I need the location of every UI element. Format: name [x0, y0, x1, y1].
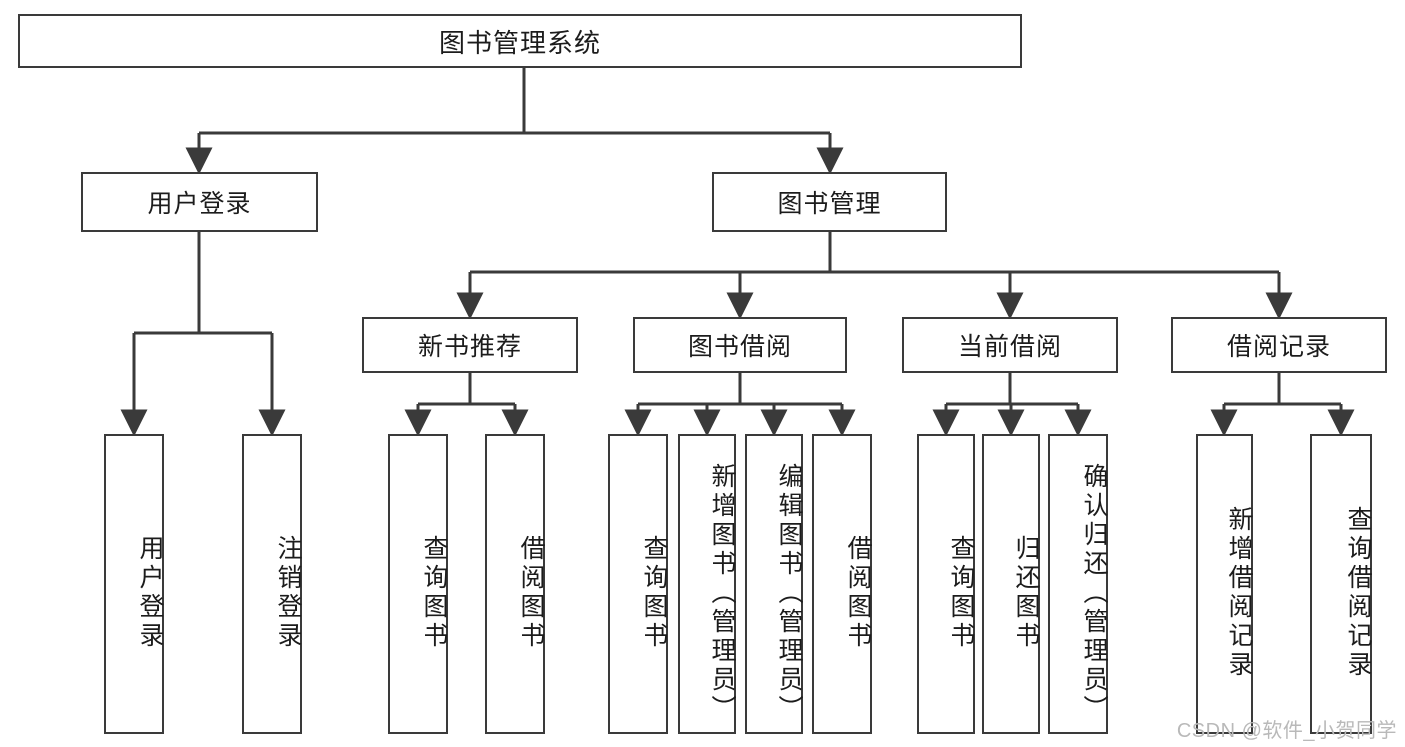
- node-label: 图书管理系统: [438, 27, 601, 58]
- node-leaf-9[interactable]: 归还图书: [982, 434, 1040, 734]
- node-leaf-11[interactable]: 新增借阅记录: [1196, 434, 1253, 734]
- node-leaf-10[interactable]: 确认归还（管理员）: [1048, 434, 1108, 734]
- node-level3-3[interactable]: 借阅记录: [1171, 317, 1387, 373]
- node-leaf-5[interactable]: 新增图书（管理员）: [678, 434, 736, 734]
- node-leaf-1[interactable]: 注销登录: [242, 434, 302, 734]
- node-label: 当前借阅: [957, 333, 1062, 361]
- csdn-watermark: CSDN @软件_小贺同学: [1176, 720, 1397, 742]
- node-label: 新书推荐: [417, 333, 522, 361]
- node-label: 查询图书: [640, 535, 668, 651]
- node-label: 注销登录: [274, 535, 302, 651]
- node-leaf-3[interactable]: 借阅图书: [485, 434, 545, 734]
- node-label: 图书管理: [777, 190, 882, 218]
- node-leaf-6[interactable]: 编辑图书（管理员）: [745, 434, 803, 734]
- node-label: 借阅图书: [844, 535, 872, 651]
- node-label: 用户登录: [147, 190, 252, 218]
- node-level3-2[interactable]: 当前借阅: [902, 317, 1118, 373]
- node-label: 查询图书: [420, 535, 448, 651]
- node-level2-0[interactable]: 用户登录: [81, 172, 318, 232]
- node-level2-1[interactable]: 图书管理: [712, 172, 947, 232]
- node-leaf-8[interactable]: 查询图书: [917, 434, 975, 734]
- node-label: 图书借阅: [687, 333, 792, 361]
- node-leaf-7[interactable]: 借阅图书: [812, 434, 872, 734]
- node-label: 新增图书（管理员）: [708, 462, 736, 724]
- node-label: 用户登录: [136, 535, 164, 651]
- node-label: 确认归还（管理员）: [1080, 462, 1108, 724]
- node-leaf-12[interactable]: 查询借阅记录: [1310, 434, 1372, 734]
- node-leaf-2[interactable]: 查询图书: [388, 434, 448, 734]
- node-leaf-0[interactable]: 用户登录: [104, 434, 164, 734]
- node-label: 归还图书: [1012, 535, 1040, 651]
- node-level3-1[interactable]: 图书借阅: [633, 317, 847, 373]
- node-label: 借阅记录: [1226, 333, 1331, 361]
- node-label: 查询借阅记录: [1344, 506, 1372, 680]
- node-level3-0[interactable]: 新书推荐: [362, 317, 578, 373]
- node-leaf-4[interactable]: 查询图书: [608, 434, 668, 734]
- node-label: 借阅图书: [517, 535, 545, 651]
- node-label: 编辑图书（管理员）: [775, 462, 803, 724]
- node-label: 新增借阅记录: [1225, 506, 1253, 680]
- node-label: 查询图书: [947, 535, 975, 651]
- node-root-book-management-system[interactable]: 图书管理系统: [18, 14, 1022, 68]
